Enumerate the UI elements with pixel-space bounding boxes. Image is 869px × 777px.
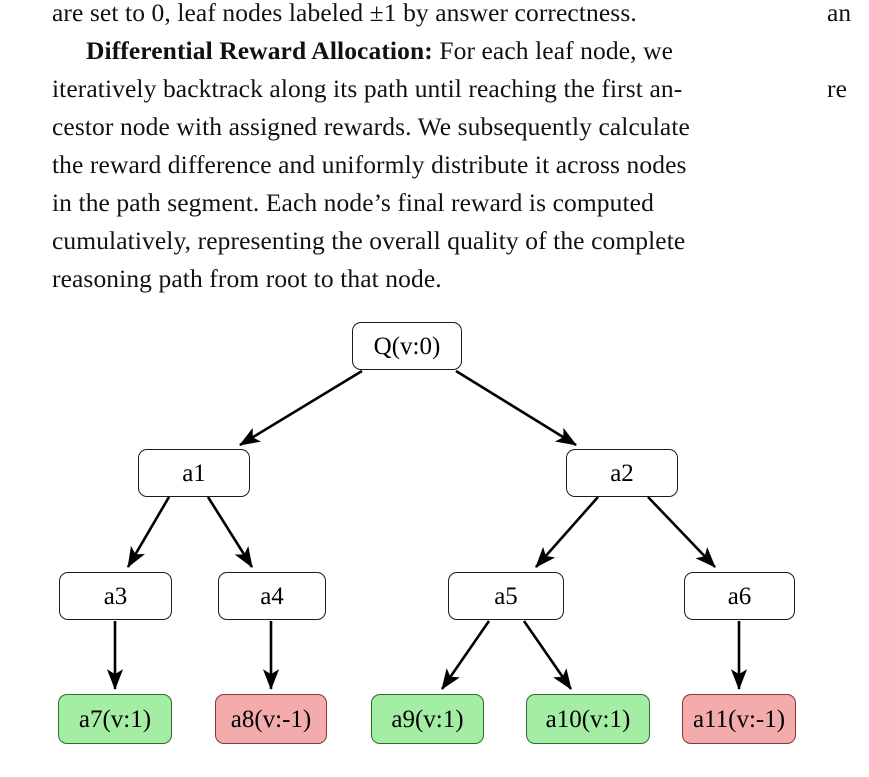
edge-root-a2 [455, 369, 577, 447]
tree-node-root-label: Q(v:0) [373, 332, 441, 360]
tree-node-a7[interactable]: a7(v:1) [58, 694, 172, 744]
text-line-5-content: the reward difference and uniformly dist… [52, 150, 687, 179]
text-line-1: are set to 0, leaf nodes labeled ±1 by a… [52, 0, 810, 32]
body-text-column: are set to 0, leaf nodes labeled ±1 by a… [52, 0, 810, 298]
text-line-3: iteratively backtrack along its path unt… [52, 70, 810, 108]
tree-node-a10-label: a10(v:1) [545, 705, 631, 733]
tree-node-a9-label: a9(v:1) [391, 705, 464, 733]
paragraph-lead-bold: Differential Reward Allocation: [86, 36, 433, 65]
text-line-8-content: reasoning path from root to that node. [52, 264, 442, 293]
text-line-7: cumulatively, representing the overall q… [52, 222, 810, 260]
edge-a2-a6 [647, 496, 716, 568]
text-line-5: the reward difference and uniformly dist… [52, 146, 810, 184]
tree-node-a8-label: a8(v:-1) [230, 705, 312, 733]
text-line-2-rest: For each leaf node, we [439, 36, 674, 65]
text-line-6-content: in the path segment. Each node’s final r… [52, 188, 654, 217]
right-fragment-1: an [827, 0, 852, 27]
tree-node-a10[interactable]: a10(v:1) [526, 694, 650, 744]
tree-node-a4[interactable]: a4 [218, 572, 326, 620]
text-line-3-content: iteratively backtrack along its path unt… [52, 74, 683, 103]
right-column-fragment: an re [827, 0, 869, 108]
tree-node-a3[interactable]: a3 [59, 572, 172, 620]
text-line-2: Differential Reward Allocation: For each… [52, 32, 810, 70]
edge-a1-a3 [126, 496, 171, 568]
tree-node-a1[interactable]: a1 [138, 449, 250, 497]
tree-node-root[interactable]: Q(v:0) [352, 322, 462, 370]
text-line-1-content: are set to 0, leaf nodes labeled ±1 by a… [52, 0, 637, 27]
tree-node-a3-label: a3 [103, 582, 128, 610]
text-line-6: in the path segment. Each node’s final r… [52, 184, 810, 222]
tree-node-a7-label: a7(v:1) [78, 705, 152, 733]
tree-node-a11-label: a11(v:-1) [692, 705, 786, 733]
tree-node-a8[interactable]: a8(v:-1) [215, 694, 327, 744]
text-line-8: reasoning path from root to that node. [52, 260, 810, 298]
edge-a2-a5 [535, 496, 599, 568]
tree-node-a6[interactable]: a6 [684, 572, 795, 620]
text-line-7-content: cumulatively, representing the overall q… [52, 226, 686, 255]
text-line-4: cestor node with assigned rewards. We su… [52, 108, 810, 146]
tree-node-a2-label: a2 [610, 459, 634, 487]
right-fragment-2: re [827, 74, 848, 103]
tree-node-a2[interactable]: a2 [566, 449, 678, 497]
tree-node-a1-label: a1 [182, 459, 206, 487]
tree-node-a4-label: a4 [260, 582, 284, 610]
edge-a5-a10 [522, 620, 573, 690]
tree-node-a6-label: a6 [727, 582, 752, 610]
tree-node-a5-label: a5 [494, 582, 518, 610]
edge-root-a1 [239, 369, 363, 447]
edge-a1-a4 [206, 496, 254, 568]
tree-node-a9[interactable]: a9(v:1) [371, 694, 484, 744]
tree-node-a5[interactable]: a5 [448, 572, 564, 620]
edge-a5-a9 [440, 620, 491, 690]
tree-node-a11[interactable]: a11(v:-1) [682, 694, 796, 744]
text-line-4-content: cestor node with assigned rewards. We su… [52, 112, 690, 141]
